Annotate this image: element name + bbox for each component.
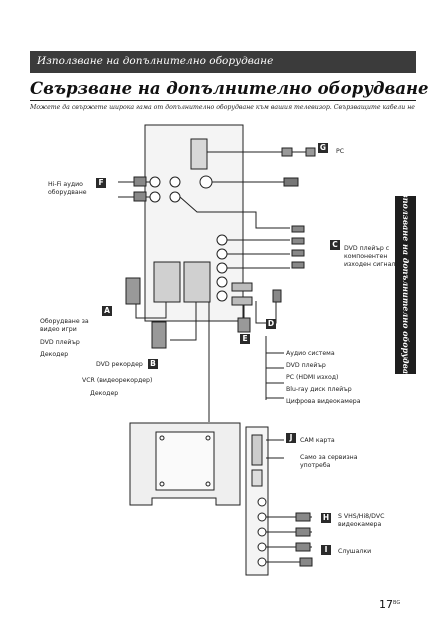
label-b-3: Декодер xyxy=(90,390,119,397)
label-j-2: Само за сервизна xyxy=(300,454,358,461)
scart-cable-b xyxy=(151,321,167,349)
label-a-1: Оборудване за xyxy=(40,318,89,325)
label-i-1: Слушалки xyxy=(338,548,372,555)
marker-j: J xyxy=(286,433,296,443)
marker-a: A xyxy=(102,306,112,316)
hdmi-1-port xyxy=(231,282,253,292)
label-b-2: VCR (видеорекордер) xyxy=(82,377,153,384)
label-pc: PC xyxy=(336,148,345,155)
label-j-1: CAM карта xyxy=(300,437,335,444)
hdmi-2-port xyxy=(231,296,253,306)
side-section-tab: Използване на допълнително оборудване xyxy=(395,185,416,385)
marker-d: D xyxy=(266,319,276,329)
label-a-4: Декодер xyxy=(40,351,69,358)
label-h-1: S VHS/Hi8/DVC xyxy=(338,513,385,520)
intro-text: Можете да свържете широка гама от допълн… xyxy=(30,104,416,111)
scart-1-port xyxy=(153,261,181,303)
label-dvd-component-2: компонентен xyxy=(344,253,388,260)
label-a-2: видео игри xyxy=(40,326,77,333)
section-header-title: Използване на допълнително оборудване xyxy=(37,55,274,67)
label-j-3: употреба xyxy=(300,462,331,469)
scart-2-port xyxy=(183,261,211,303)
label-e-1: Аудио система xyxy=(286,350,335,357)
marker-c: C xyxy=(330,240,340,250)
pc-audio-jack xyxy=(199,175,213,189)
label-dvd-component-3: изходен сигнал xyxy=(344,261,396,268)
label-dvd-component-1: DVD плейър с xyxy=(344,245,390,252)
label-h-2: видеокамера xyxy=(338,521,382,528)
label-hifi-2: оборудване xyxy=(48,189,87,196)
marker-h: H xyxy=(321,513,331,523)
marker-e: E xyxy=(240,334,250,344)
label-e-3: PC (HDMI изход) xyxy=(286,374,339,381)
label-hifi-1: Hi-Fi аудио xyxy=(48,181,83,188)
label-a-3: DVD плейър xyxy=(40,339,80,346)
scart-cable-a xyxy=(125,277,141,305)
label-b-1: DVD рекордер xyxy=(96,361,143,368)
title-divider xyxy=(30,100,416,101)
label-e-4: Blu-ray диск плейър xyxy=(286,386,352,393)
marker-b: B xyxy=(148,359,158,369)
label-e-5: Цифрова видеокамера xyxy=(286,398,361,405)
section-header-bar: Използване на допълнително оборудване xyxy=(30,51,416,73)
marker-i: I xyxy=(321,545,331,555)
page-number: 17 xyxy=(379,598,393,611)
page-language: BG xyxy=(393,600,401,606)
page-title: Свързване на допълнително оборудване xyxy=(30,79,429,98)
label-e-2: DVD плейър xyxy=(286,362,326,369)
marker-f: F xyxy=(96,178,106,188)
marker-g: G xyxy=(318,143,328,153)
pc-dsub-port xyxy=(190,138,208,170)
